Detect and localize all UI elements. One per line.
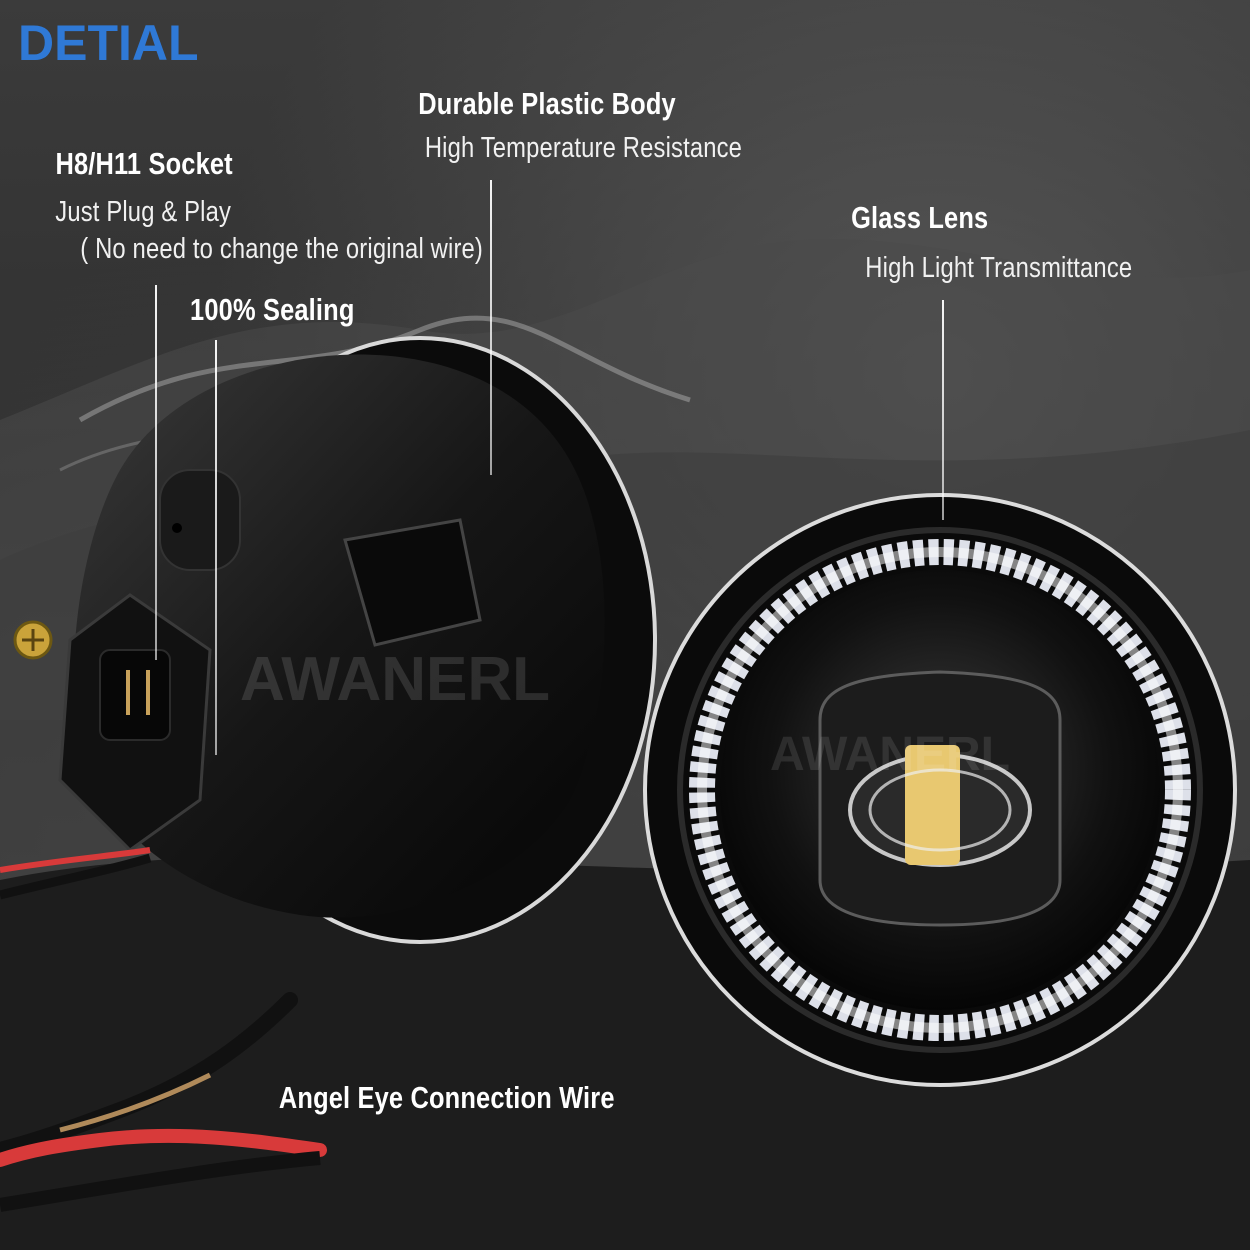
lens-leader-line <box>942 300 944 520</box>
watermark-text: AWANERL <box>240 645 550 714</box>
page-title: DETIAL <box>18 15 199 71</box>
sealing-leader-line <box>215 340 217 755</box>
sealing-heading: 100% Sealing <box>190 292 355 327</box>
socket-heading: H8/H11 Socket <box>55 146 233 181</box>
socket-detail-line2: ( No need to change the original wire) <box>80 233 484 265</box>
body-leader-line <box>490 180 492 475</box>
lens-heading: Glass Lens <box>851 200 989 235</box>
wire-heading: Angel Eye Connection Wire <box>278 1080 615 1115</box>
body-heading: Durable Plastic Body <box>418 86 676 121</box>
body-detail: High Temperature Resistance <box>424 132 743 164</box>
watermark-text-2: AWANERL <box>770 728 1010 781</box>
lens-detail: High Light Transmittance <box>865 252 1133 284</box>
socket-detail-line1: Just Plug & Play <box>55 196 232 228</box>
socket-leader-line <box>155 285 157 660</box>
